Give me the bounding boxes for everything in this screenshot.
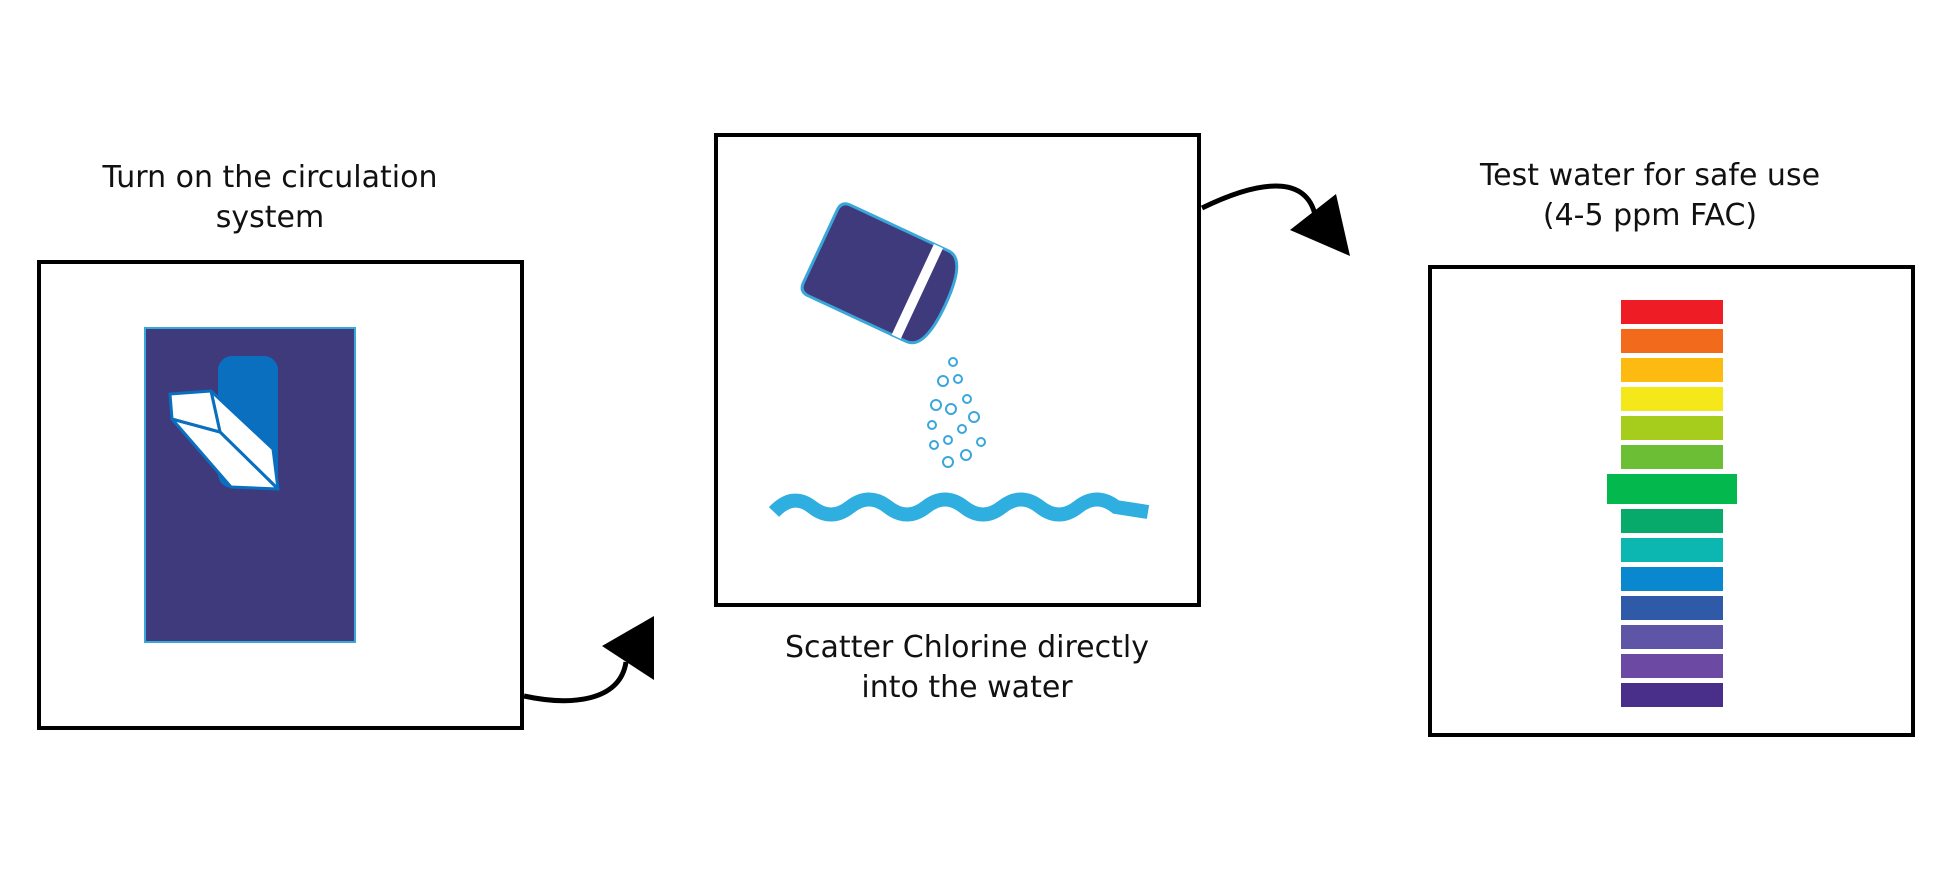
test-strip-pad (1620, 625, 1723, 649)
step2-caption-line1: Scatter Chlorine directly (785, 630, 1149, 665)
test-strip-pad (1620, 567, 1723, 591)
step1-caption-line2: system (215, 200, 325, 235)
step3-caption-line1: Test water for safe use (1479, 158, 1821, 193)
chlorine-bottle (800, 202, 959, 345)
step1-panel (37, 260, 524, 730)
test-strip-pad (1620, 329, 1723, 353)
switch-lever-top (168, 389, 222, 434)
arrow-step2-to-step3 (1200, 183, 1350, 256)
bottle-label-stripe (891, 244, 944, 339)
test-strip-pad-target (1606, 474, 1737, 504)
step3-caption: Test water for safe use (4-5 ppm FAC) (1440, 156, 1860, 236)
test-strip-pad (1620, 300, 1723, 324)
step2-panel (714, 133, 1201, 607)
test-strip-pad (1620, 358, 1723, 382)
step1-caption: Turn on the circulation system (60, 158, 480, 238)
test-strip-pad (1620, 596, 1723, 620)
test-strip-pad (1620, 445, 1723, 469)
chlorine-granules (927, 357, 986, 468)
water-wave (768, 492, 1150, 522)
test-strip-pad (1620, 416, 1723, 440)
step3-panel (1428, 265, 1915, 737)
step3-caption-line2: (4-5 ppm FAC) (1542, 198, 1758, 233)
step2-caption: Scatter Chlorine directly into the water (757, 628, 1177, 708)
arrow-step1-to-step2 (523, 616, 654, 704)
chlorine-scatter-illustration (768, 202, 1150, 522)
test-strip-pad (1620, 509, 1723, 533)
test-strip-pad (1620, 538, 1723, 562)
step2-caption-line2: into the water (861, 670, 1073, 705)
test-strip-pad (1620, 387, 1723, 411)
step1-caption-line1: Turn on the circulation (102, 160, 438, 195)
circulation-switch-illustration (144, 327, 356, 643)
test-strip-pad (1620, 654, 1723, 678)
test-strip-pad (1620, 683, 1723, 707)
